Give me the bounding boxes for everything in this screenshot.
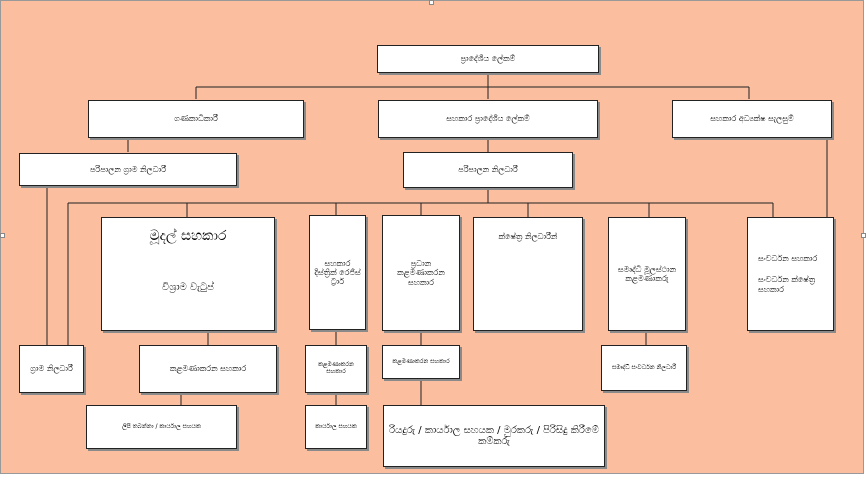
node-samurdhi-manager: සමෘද්ධි මූලස්ථාන කළමණාකරු (608, 217, 686, 331)
node-label: කළමණාකරන සහකාර (318, 361, 354, 375)
node-label: ග්‍රාම නිලධාරී (30, 364, 73, 374)
node-label: පරිපාලන නිලධාරී (458, 165, 518, 175)
node-typist-office-asst: ලිපි තබන්නා / කාර්යාල සහයක (86, 405, 237, 449)
node-label: සමෘද්ධි සංවර්ධන නිලධාරී (611, 363, 677, 371)
node-label: ක්ෂේත්‍ර නිලධාරීන් (498, 232, 558, 241)
node-label: පරිපාලන ග්‍රාම නිලධාරී (89, 164, 167, 174)
node-mgmt-asst: කළමණාකරන සහකාර (139, 345, 277, 393)
node-mgmt-asst-chief: කළමණාකරන සහකාර (382, 345, 460, 379)
node-label: ප්‍රධාන කළමණාකරන සහකාර (397, 259, 445, 287)
node-asst-district-registrar: සහකාර දිස්ත්‍රික් රෙජිස් ට්‍රාර් (309, 215, 366, 330)
resize-handle-top[interactable] (429, 0, 434, 5)
node-label: කළමණාකරන සහකාර (392, 357, 450, 365)
node-financial-assistant: මූදල් සහකාර විශ්‍රාම වැටුප් (101, 217, 275, 331)
node-label: කාර්යාල සහයක (315, 422, 357, 430)
node-accountant: ගණකාධිකාරී (88, 100, 304, 138)
node-label: කළමණාකරන සහකාර (169, 364, 247, 374)
node-label: සහකාර දිස්ත්‍රික් රෙජිස් ට්‍රාර් (314, 258, 361, 287)
node-divisional-secretary: ප්‍රාදේශීය ලේකම් (377, 45, 599, 73)
node-label: සහකාර ප්‍රාදේශීය ලේකම් (446, 114, 530, 124)
node-driver-staff: රියදුරු / කාර්යාල සහයක / මුරකරු / පිරිසි… (383, 405, 605, 467)
resize-handle-left[interactable] (0, 233, 5, 238)
node-development-assistants: සංවර්ධන සහකාර සංවර්ධන ක්ෂේත්‍ර සහකාර (747, 217, 834, 331)
node-label: රියදුරු / කාර්යාල සහයක / මුරකරු / පිරිසි… (389, 424, 599, 448)
node-label: මූදල් සහකාර (149, 228, 227, 244)
node-mgmt-asst-registrar: කළමණාකරන සහකාර (305, 345, 367, 393)
node-asst-director-planning: සහකාර අධ්‍යක්ෂ සැලසුම් (672, 100, 832, 138)
node-label: සංවර්ධන ක්ෂේත්‍ර සහකාර (758, 275, 816, 294)
node-label: සමෘද්ධි මූලස්ථාන කළමණාකරු (617, 264, 677, 283)
node-admin-officer: පරිපාලන නිලධාරී (403, 152, 573, 188)
node-sublabel: විශ්‍රාම වැටුප් (162, 282, 214, 294)
node-samurdhi-dev-officer: සමෘද්ධි සංවර්ධන නිලධාරී (601, 345, 687, 391)
node-chief-mgmt-asst: ප්‍රධාන කළමණාකරන සහකාර (382, 215, 460, 331)
node-admin-grama-niladhari: පරිපාලන ග්‍රාම නිලධාරී (19, 153, 237, 186)
node-field-officers: ක්ෂේත්‍ර නිලධාරීන් (473, 217, 583, 331)
node-label: සංවර්ධන සහකාර (758, 254, 818, 264)
node-asst-divisional-secretary: සහකාර ප්‍රාදේශීය ලේකම් (378, 100, 598, 138)
node-label: ගණකාධිකාරී (174, 114, 218, 124)
node-label: ප්‍රාදේශීය ලේකම් (460, 54, 516, 64)
node-office-asst: කාර්යාල සහයක (305, 405, 367, 449)
node-label: ලිපි තබන්නා / කාර්යාල සහයක (122, 422, 201, 430)
resize-handle-right[interactable] (861, 233, 866, 238)
node-label: සහකාර අධ්‍යක්ෂ සැලසුම් (710, 114, 794, 124)
node-grama-niladhari: ග්‍රාම නිලධාරී (19, 345, 84, 393)
